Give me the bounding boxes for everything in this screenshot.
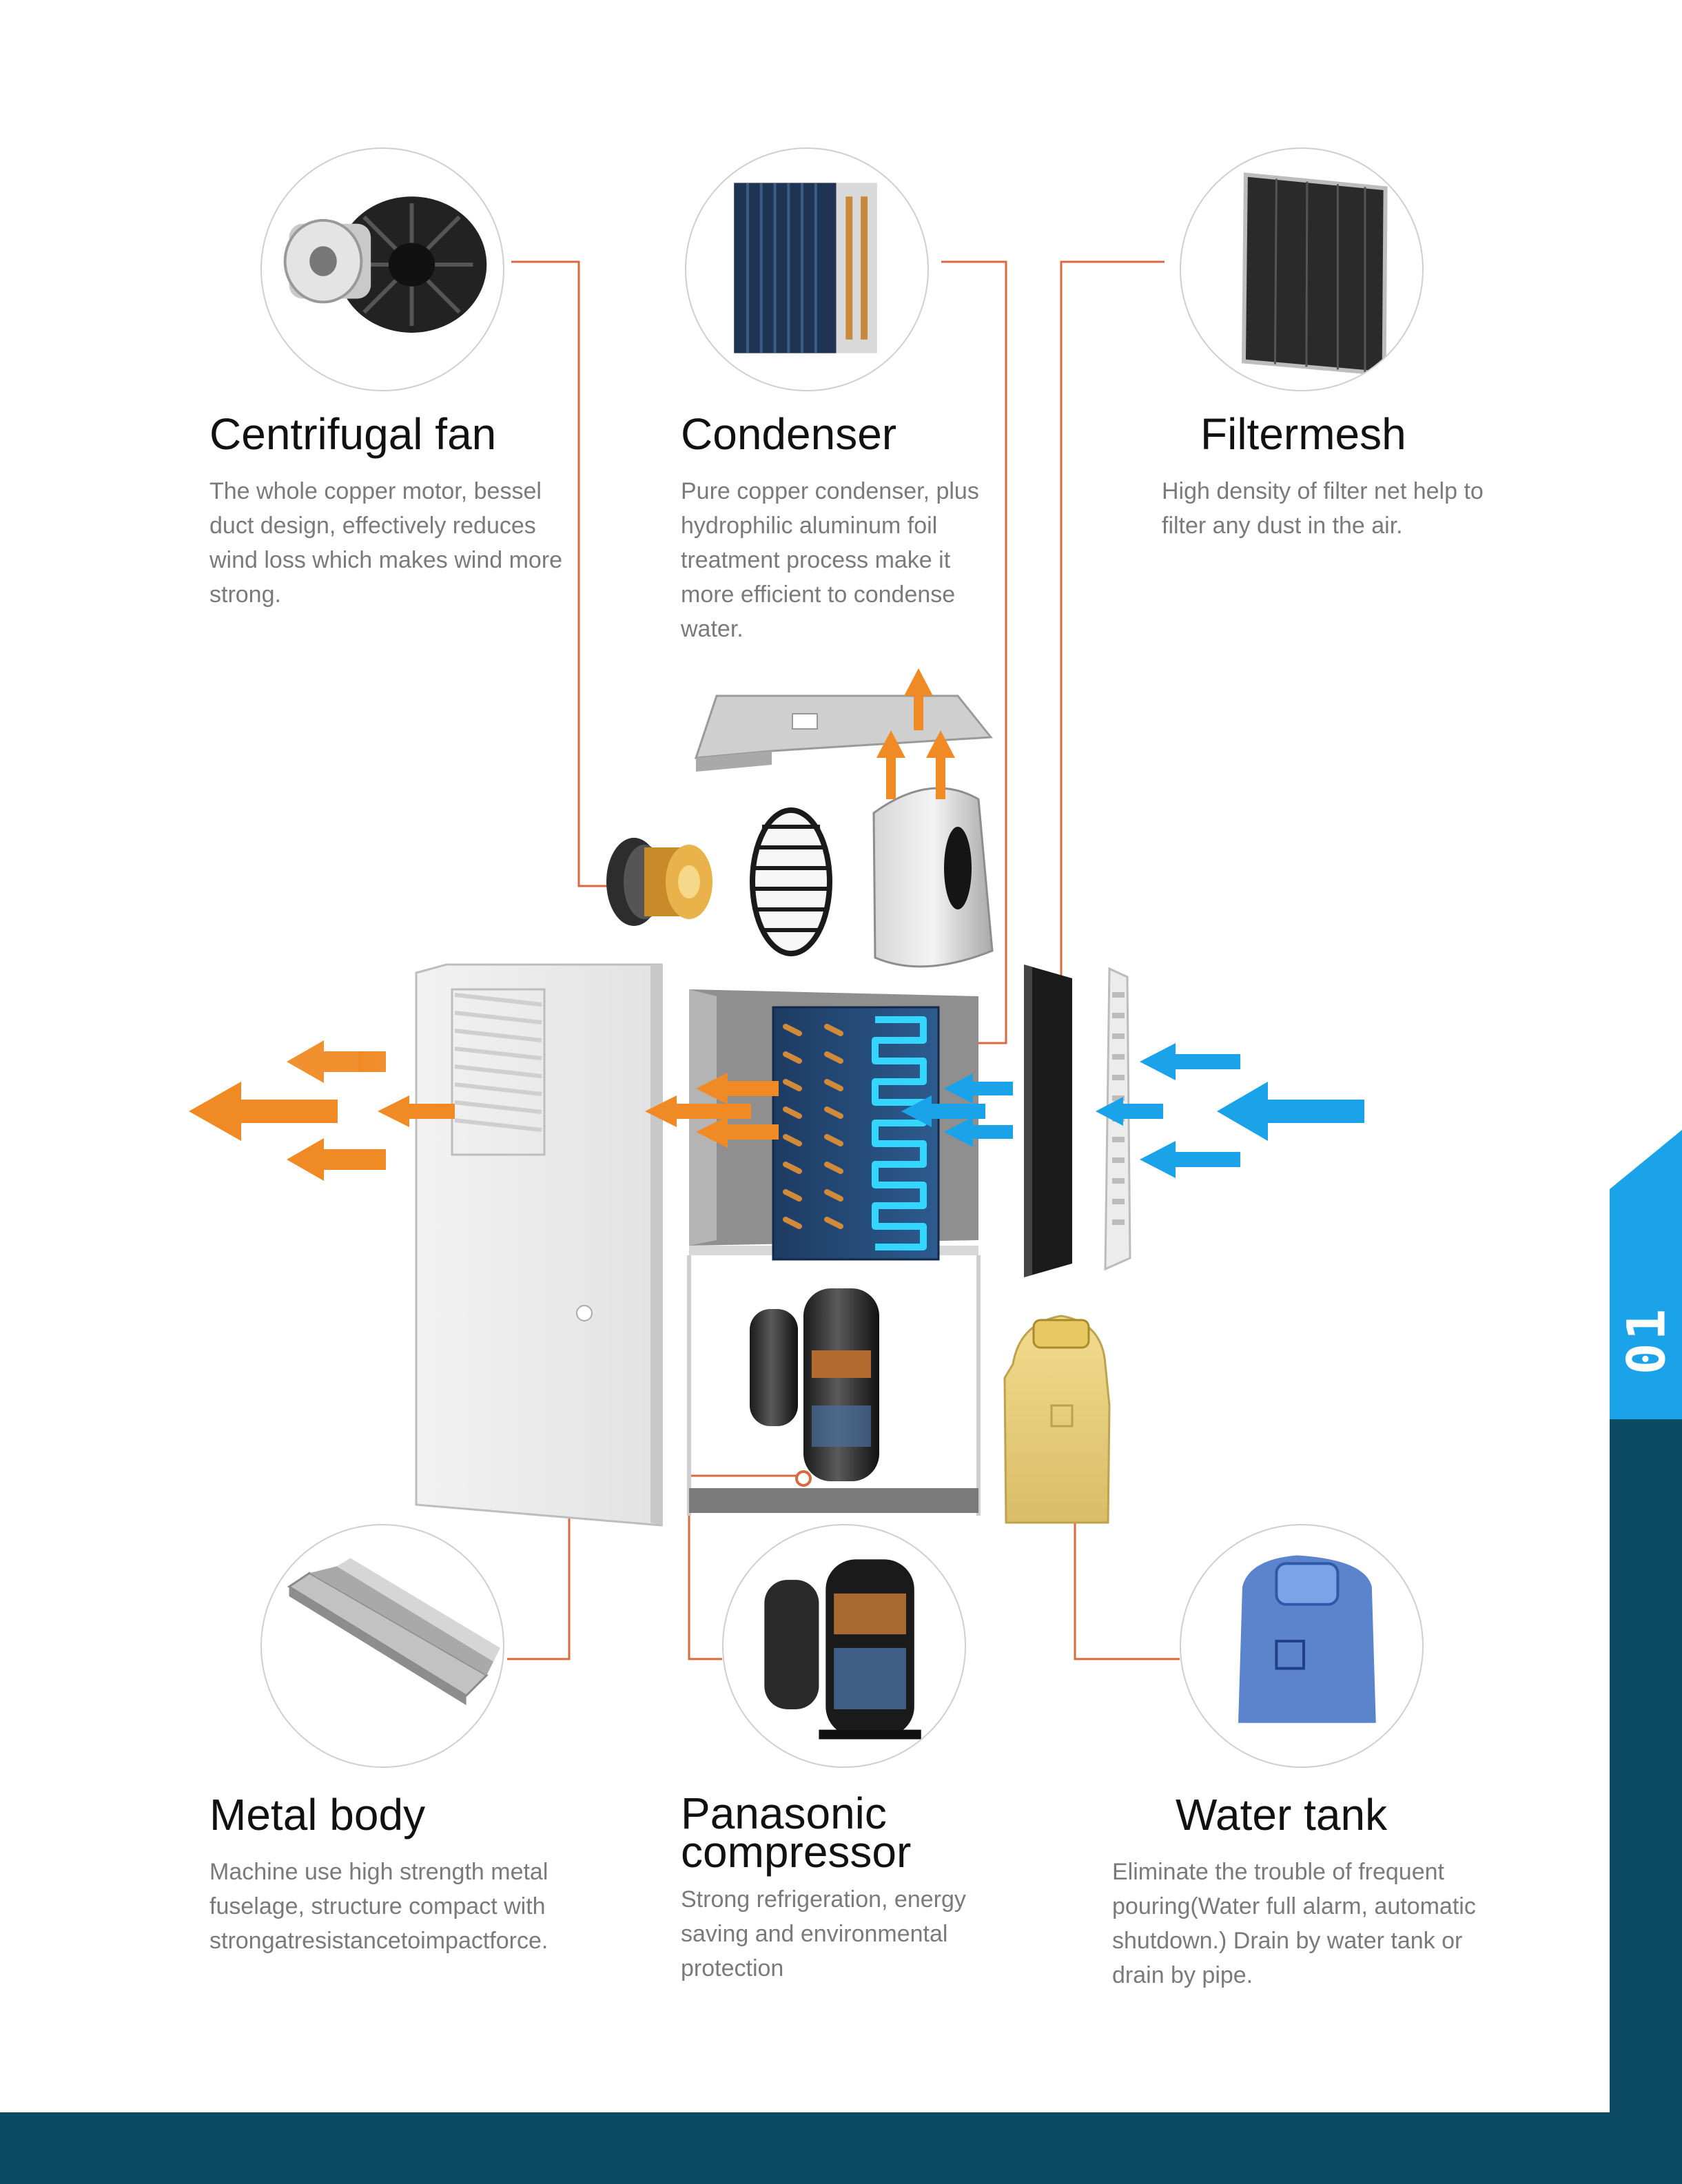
- filter-mesh: [1024, 965, 1072, 1277]
- filtermesh-title: Filtermesh: [1200, 409, 1406, 459]
- top-cover: [694, 694, 993, 772]
- water-tank-description: Eliminate the trouble of frequent pourin…: [1112, 1855, 1476, 1992]
- description-line: Strong refrigeration, energy: [681, 1886, 966, 1913]
- description-line: more efficient to condense: [681, 581, 956, 608]
- description-line: Pure copper condenser, plus: [681, 478, 979, 504]
- compressor-title-line: Panasonic: [681, 1789, 887, 1838]
- description-line: filter any dust in the air.: [1162, 513, 1403, 539]
- fan-assembly: [606, 668, 994, 968]
- leader-metal-body: [507, 1476, 571, 1660]
- description-line: drain by pipe.: [1112, 1962, 1253, 1988]
- section-number-text: 01: [1614, 1306, 1676, 1374]
- filtermesh-description: High density of filter net help to filte…: [1162, 474, 1484, 543]
- metal-body-description: Machine use high strength metal fuselage…: [209, 1855, 548, 1958]
- compressor-title-line: compressor: [681, 1827, 912, 1877]
- compressor-title: Panasonic compressor: [681, 1789, 912, 1877]
- condenser-coil: [772, 1006, 940, 1261]
- description-line: pouring(Water full alarm, automatic: [1112, 1893, 1476, 1919]
- description-line: Machine use high strength metal: [209, 1859, 548, 1885]
- description-line: Eliminate the trouble of frequent: [1112, 1859, 1444, 1885]
- section-side-tab: [1610, 1130, 1682, 2115]
- marker-compressor: [795, 1470, 812, 1487]
- water-tank-part: [1003, 1315, 1111, 1524]
- condenser-thumbnail: [685, 147, 929, 391]
- description-line: High density of filter net help to: [1162, 478, 1484, 504]
- condenser-description: Pure copper condenser, plus hydrophilic …: [681, 474, 979, 646]
- description-line: The whole copper motor, bessel: [209, 478, 542, 504]
- metal-body-thumbnail: [260, 1524, 504, 1768]
- description-line: saving and environmental: [681, 1921, 948, 1947]
- condenser-title: Condenser: [681, 409, 897, 459]
- centrifugal-fan-description: The whole copper motor, bessel duct desi…: [209, 474, 562, 612]
- metal-body-title: Metal body: [209, 1790, 426, 1840]
- description-line: water.: [681, 616, 743, 642]
- description-line: duct design, effectively reduces: [209, 513, 536, 539]
- description-line: wind loss which makes wind more: [209, 547, 563, 573]
- leader-filtermesh: [1060, 260, 1165, 995]
- description-line: treatment process make it: [681, 547, 951, 573]
- warm-air-arrows: [189, 1040, 779, 1181]
- cool-air-arrows: [901, 1043, 1364, 1178]
- description-line: strong.: [209, 581, 281, 608]
- description-line: protection: [681, 1955, 784, 1981]
- compressor-thumbnail: [722, 1524, 966, 1768]
- water-tank-title: Water tank: [1176, 1790, 1388, 1840]
- leader-fan: [511, 260, 617, 887]
- leader-water-tank: [1074, 1476, 1180, 1660]
- description-line: fuselage, structure compact with: [209, 1893, 546, 1919]
- centrifugal-fan-thumbnail: [260, 147, 504, 391]
- compressor-description: Strong refrigeration, energy saving and …: [681, 1882, 966, 1986]
- description-line: shutdown.) Drain by water tank or: [1112, 1928, 1463, 1954]
- description-line: hydrophilic aluminum foil: [681, 513, 938, 539]
- section-number: 01: [1610, 1288, 1682, 1392]
- water-tank-thumbnail: [1180, 1524, 1424, 1768]
- leader-compressor: [688, 1474, 803, 1660]
- centrifugal-fan-title: Centrifugal fan: [209, 409, 497, 459]
- footer-band: [0, 2112, 1682, 2184]
- inner-compressor: [750, 1288, 879, 1481]
- front-panel: [415, 963, 663, 1527]
- filtermesh-thumbnail: [1180, 147, 1424, 391]
- description-line: strongatresistancetoimpactforce.: [209, 1928, 548, 1954]
